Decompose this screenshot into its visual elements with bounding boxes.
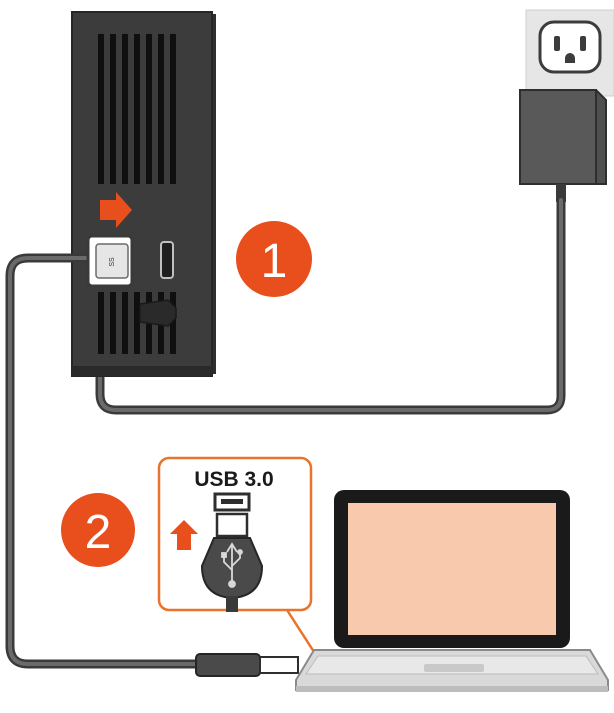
vent-slot (110, 34, 116, 184)
usb-inset: USB 3.0 (157, 456, 318, 656)
vent-slot (122, 292, 128, 354)
connector-marking: SS (109, 257, 116, 267)
usb-port-label: USB 3.0 (194, 468, 273, 491)
step-1-number: 1 (261, 235, 288, 288)
power-adapter (519, 89, 607, 202)
wall-outlet (525, 9, 614, 97)
vent-slot (170, 34, 176, 184)
step-2-number: 2 (85, 506, 112, 559)
external-hard-drive (71, 11, 216, 377)
laptop-screen (348, 503, 556, 635)
drive-usb-port (160, 241, 174, 279)
usb-a-plug (195, 653, 299, 677)
vent-slot (98, 292, 104, 354)
arrow-right-icon (100, 192, 132, 228)
vent-slot (134, 34, 140, 184)
vent-slot (170, 292, 176, 354)
laptop (295, 490, 609, 692)
usb-icon (221, 542, 243, 588)
step-1-badge: 1 (236, 221, 312, 297)
vent-slot (98, 34, 104, 184)
vent-slot (134, 292, 140, 354)
vent-slot (146, 34, 152, 184)
usb-micro-b-connector: SS (86, 234, 134, 288)
vent-slot (122, 34, 128, 184)
arrow-up-icon (170, 520, 198, 550)
vent-slot (158, 34, 164, 184)
vent-slot (110, 292, 116, 354)
step-2-badge: 2 (61, 493, 135, 567)
